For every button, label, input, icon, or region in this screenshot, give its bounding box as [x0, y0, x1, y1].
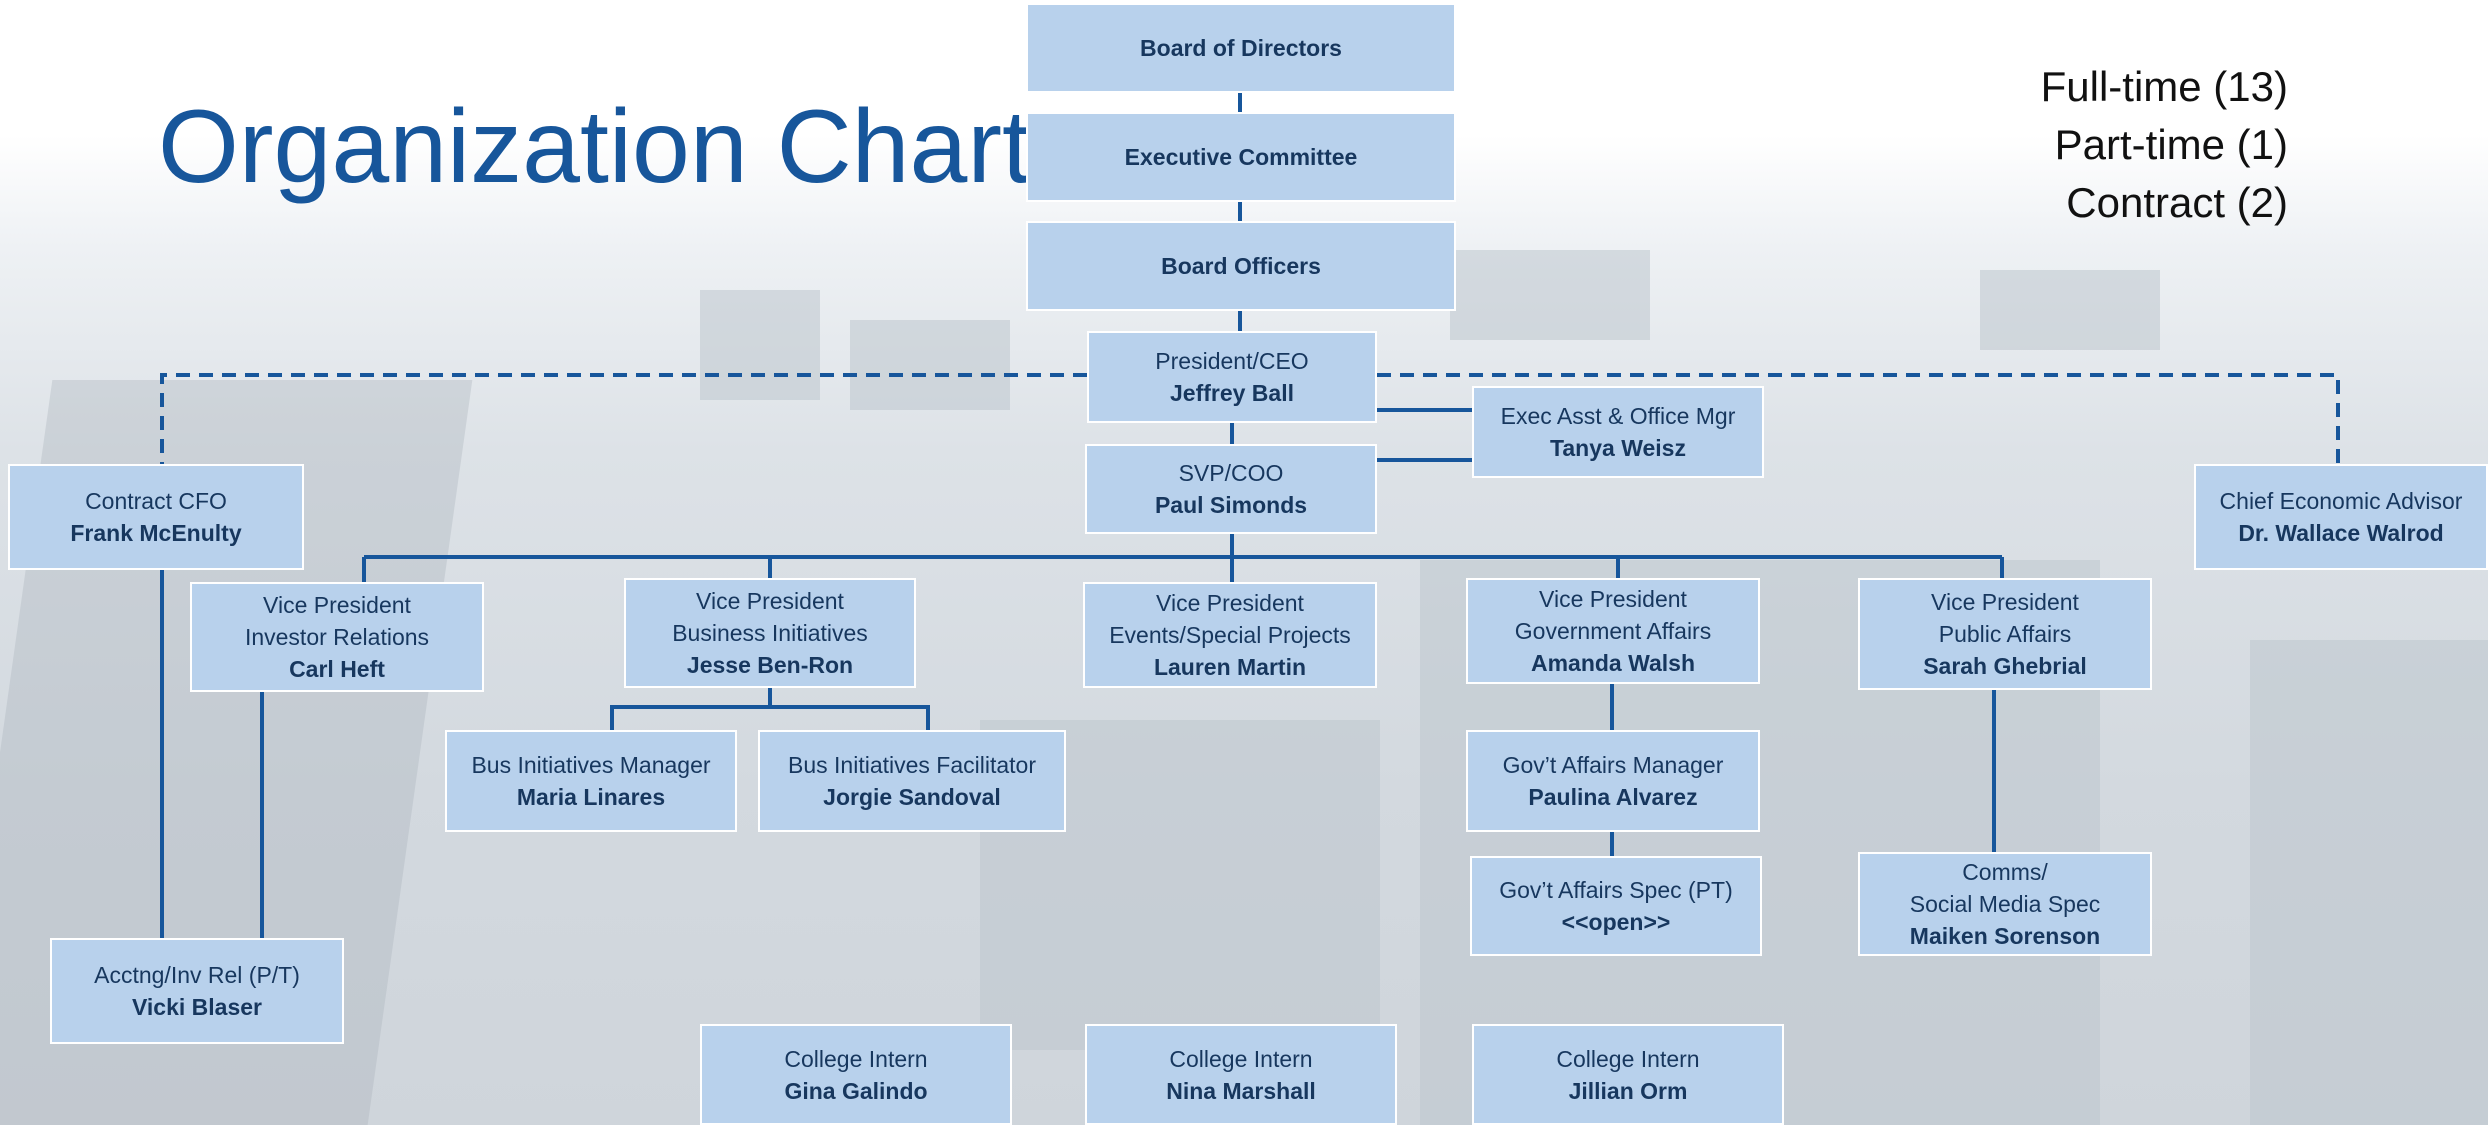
box-dept: Investor Relations [244, 624, 430, 650]
box-name: Sarah Ghebrial [1923, 653, 2087, 679]
staff-legend: Full-time (13) Part-time (1) Contract (2… [2041, 58, 2288, 232]
page-title: Organization Chart [158, 89, 1031, 205]
box-role: Vice President [263, 592, 411, 618]
box-name: Executive Committee [1124, 144, 1358, 170]
box-name: Frank McEnulty [70, 520, 242, 546]
box-role: College Intern [1169, 1045, 1313, 1072]
box-name: Lauren Martin [1153, 654, 1307, 680]
box-role: Gov’t Affairs Spec (PT) [1499, 877, 1733, 903]
box-name: Gina Galindo [784, 1077, 928, 1104]
box-role: College Intern [784, 1045, 928, 1072]
legend-part-time: Part-time (1) [2054, 121, 2288, 168]
box-name: <<open>> [1561, 909, 1671, 935]
vp-investor-relations-box[interactable]: Vice President Investor Relations Carl H… [190, 582, 484, 692]
bus-initiatives-facilitator-box[interactable]: Bus Initiatives Facilitator Jorgie Sando… [758, 730, 1066, 832]
college-intern-box-3[interactable]: College Intern Jillian Orm [1472, 1024, 1784, 1125]
box-role: SVP/COO [1178, 460, 1284, 486]
box-role: College Intern [1556, 1045, 1700, 1072]
box-role: Vice President [1156, 590, 1304, 616]
box-role: Vice President [1539, 586, 1687, 612]
box-name: Maiken Sorenson [1909, 923, 2101, 949]
box-name: Dr. Wallace Walrod [2238, 520, 2444, 546]
svp-coo-box[interactable]: SVP/COO Paul Simonds [1085, 444, 1377, 534]
vp-public-affairs-box[interactable]: Vice President Public Affairs Sarah Gheb… [1858, 578, 2152, 690]
govt-affairs-spec-box[interactable]: Gov’t Affairs Spec (PT) <<open>> [1470, 856, 1762, 956]
box-name: Board Officers [1161, 253, 1321, 279]
bus-initiatives-manager-box[interactable]: Bus Initiatives Manager Maria Linares [445, 730, 737, 832]
connector-business-children [610, 705, 930, 730]
box-role: Gov’t Affairs Manager [1502, 752, 1724, 778]
connector-dashed-cfo [160, 373, 1087, 464]
box-role: President/CEO [1155, 348, 1309, 374]
box-name: Tanya Weisz [1550, 435, 1686, 461]
box-role: Acctng/Inv Rel (P/T) [94, 962, 300, 988]
box-role: Vice President [696, 588, 844, 614]
box-role: Contract CFO [85, 488, 227, 514]
govt-affairs-manager-box[interactable]: Gov’t Affairs Manager Paulina Alvarez [1466, 730, 1760, 832]
legend-contract: Contract (2) [2066, 179, 2288, 226]
box-dept: Business Initiatives [672, 620, 868, 646]
box-role: Comms/ [1962, 859, 2048, 885]
box-role: Bus Initiatives Facilitator [788, 752, 1036, 778]
college-intern-box-1[interactable]: College Intern Gina Galindo [700, 1024, 1012, 1125]
chief-economic-advisor-box[interactable]: Chief Economic Advisor Dr. Wallace Walro… [2194, 464, 2488, 570]
executive-committee-box[interactable]: Executive Committee [1026, 112, 1456, 202]
box-name: Nina Marshall [1166, 1077, 1316, 1104]
box-role: Bus Initiatives Manager [471, 752, 711, 778]
box-name: Paul Simonds [1154, 492, 1308, 518]
box-dept: Events/Special Projects [1109, 622, 1351, 648]
vp-government-affairs-box[interactable]: Vice President Government Affairs Amanda… [1466, 578, 1760, 684]
box-name: Jesse Ben-Ron [686, 652, 854, 678]
box-role: Vice President [1931, 589, 2079, 615]
exec-asst-box[interactable]: Exec Asst & Office Mgr Tanya Weisz [1472, 386, 1764, 478]
board-officers-box[interactable]: Board Officers [1026, 221, 1456, 311]
box-name: Maria Linares [516, 784, 666, 810]
contract-cfo-box[interactable]: Contract CFO Frank McEnulty [8, 464, 304, 570]
box-dept: Social Media Spec [1909, 891, 2101, 917]
box-name: Carl Heft [289, 656, 385, 682]
board-of-directors-box[interactable]: Board of Directors [1026, 3, 1456, 93]
box-role: Chief Economic Advisor [2219, 488, 2463, 514]
comms-social-media-box[interactable]: Comms/ Social Media Spec Maiken Sorenson [1858, 852, 2152, 956]
president-ceo-box[interactable]: President/CEO Jeffrey Ball [1087, 331, 1377, 423]
college-intern-box-2[interactable]: College Intern Nina Marshall [1085, 1024, 1397, 1125]
box-dept: Public Affairs [1938, 621, 2072, 647]
box-dept: Government Affairs [1514, 618, 1712, 644]
acctng-inv-rel-box[interactable]: Acctng/Inv Rel (P/T) Vicki Blaser [50, 938, 344, 1044]
box-name: Jeffrey Ball [1169, 380, 1294, 406]
box-role: Exec Asst & Office Mgr [1500, 403, 1736, 429]
vp-events-box[interactable]: Vice President Events/Special Projects L… [1083, 582, 1377, 688]
box-name: Vicki Blaser [131, 994, 262, 1020]
box-name: Amanda Walsh [1530, 650, 1695, 676]
box-name: Jorgie Sandoval [823, 784, 1001, 810]
connector-dashed-econ [1377, 373, 2340, 464]
legend-full-time: Full-time (13) [2040, 63, 2288, 110]
vp-business-initiatives-box[interactable]: Vice President Business Initiatives Jess… [624, 578, 916, 688]
box-name: Paulina Alvarez [1528, 784, 1698, 810]
box-name: Board of Directors [1140, 35, 1342, 61]
box-name: Jillian Orm [1568, 1077, 1688, 1104]
